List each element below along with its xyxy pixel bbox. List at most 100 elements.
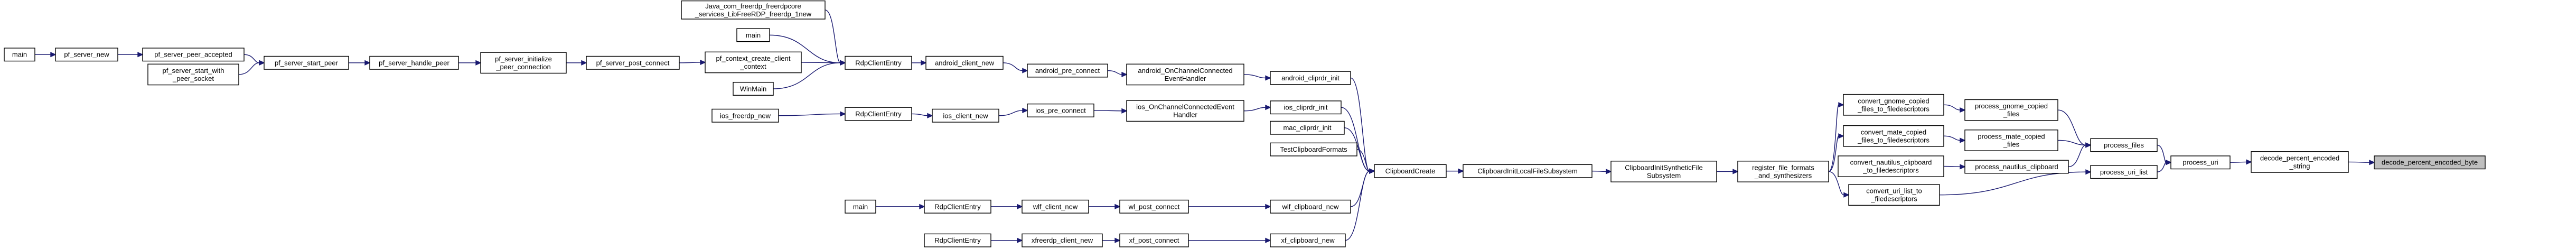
edge-android_cliprdr_init-to-android_onchannelconnected [1243,74,1271,81]
node-rdp-client-entry-2[interactable]: RdpClientEntry [845,107,912,121]
node-pf-server-start-with-peer-socket[interactable]: pf_server_start_with_peer_socket [147,63,239,86]
node-box [924,199,991,214]
node-label: convert_mate_copied [1861,128,1926,136]
node-convert-mate-copied-files[interactable]: convert_mate_copied_files_to_filedescrip… [1843,125,1944,147]
edge-process_mate_copied_files-to-convert_mate_copied_files [1943,135,1966,143]
node-box [1027,63,1108,78]
node-label: xfreerdp_client_new [1032,236,1093,244]
edge-arrowhead [1121,108,1128,114]
node-pf-server-new[interactable]: pf_server_new [55,48,118,62]
edge-rdp_client_entry_2-to-ios_freerdp_new [778,111,846,117]
node-process-uri[interactable]: process_uri [2170,155,2231,170]
edge-arrowhead [1265,75,1271,81]
node-clipboard-create[interactable]: ClipboardCreate [1374,164,1447,178]
node-label: main [853,202,868,210]
edge-arrowhead [1017,204,1023,209]
node-xf-clipboard-new[interactable]: xf_clipboard_new [1270,233,1346,247]
node-convert-nautilus-clipboard[interactable]: convert_nautilus_clipboard_to_filedescri… [1838,155,1944,177]
node-process-gnome-copied-files[interactable]: process_gnome_copied_files [1964,99,2058,121]
edge-decode_percent_encoded_string-to-process_uri [2230,159,2252,165]
node-rdp-client-entry-1[interactable]: RdpClientEntry [845,56,912,70]
node-ios-cliprdr-init[interactable]: ios_cliprdr_init [1270,100,1342,115]
edge-arrowhead [921,60,927,66]
node-process-nautilus-clipboard[interactable]: process_nautilus_clipboard [1964,160,2069,174]
node-label: process_nautilus_clipboard [1975,163,2058,171]
node-ios-client-new[interactable]: ios_client_new [932,108,999,123]
node-ios-freerdp-new[interactable]: ios_freerdp_new [711,108,779,123]
node-pf-server-initialize-peer-connection[interactable]: pf_server_initialize_peer_connection [480,52,567,74]
edge-line [1943,104,1961,110]
node-box [1843,94,1944,116]
node-clipboard-init-local-file-subsystem[interactable]: ClipboardInitLocalFileSubsystem [1463,164,1593,178]
node-pf-context-create-client-context[interactable]: pf_context_create_client_context [705,51,802,73]
node-java-freerdp-new[interactable]: Java_com_freerdp_freerdpcore_services_Li… [681,0,826,20]
node-label: RdpClientEntry [934,236,981,244]
node-wlf-clipboard-new[interactable]: wlf_clipboard_new [1270,199,1351,214]
edge-line [2157,162,2167,172]
node-process-uri-list[interactable]: process_uri_list [2090,165,2158,179]
node-label: _peer_socket [172,75,214,82]
node-android-client-new[interactable]: android_client_new [925,56,1004,70]
node-ios-pre-connect[interactable]: ios_pre_connect [1027,103,1094,117]
node-label: decode_percent_encoded_byte [2382,159,2478,167]
node-box [1610,161,1717,182]
edge-xf_post_connect-to-xfreerdp_client_new [1102,237,1121,243]
node-box [147,63,239,86]
node-pf-server-start-peer[interactable]: pf_server_start_peer [264,56,349,70]
node-label: process_gnome_copied [1975,102,2048,110]
node-label: main [746,31,761,39]
edge-arrowhead [2085,142,2092,148]
node-process-mate-copied-files[interactable]: process_mate_copied_files [1964,130,2058,151]
node-mac-cliprdr-init[interactable]: mac_cliprdr_init [1270,121,1345,135]
node-xf-post-connect[interactable]: xf_post_connect [1119,233,1189,247]
node-decode-percent-encoded-string[interactable]: decode_percent_encoded_string [2251,151,2349,173]
node-convert-uri-list[interactable]: convert_uri_list_to_filedescriptors [1848,184,1940,206]
node-winmain[interactable]: WinMain [733,81,774,96]
node-wlf-client-new[interactable]: wlf_client_new [1022,199,1089,214]
node-test-clipboard-formats[interactable]: TestClipboardFormats [1270,142,1357,156]
node-box [1126,63,1244,86]
edge-arrowhead [364,60,371,66]
node-main-3[interactable]: main [845,199,876,214]
edge-line [1107,70,1122,75]
node-label: _string [2289,162,2310,170]
node-pf-server-post-connect[interactable]: pf_server_post_connect [586,56,680,70]
edge-ios_pre_connect-to-ios_client_new [998,107,1028,116]
node-pf-server-peer-accepted[interactable]: pf_server_peer_accepted [142,48,245,62]
node-main-2[interactable]: main [736,28,770,42]
node-register-file-formats[interactable]: register_file_formats_and_synthesizers [1737,161,1829,182]
edge-pf_server_initialize_peer_connection-to-pf_server_handle_peer [458,60,482,66]
edge-arrowhead [475,60,482,66]
edge-arrowhead [259,60,265,66]
node-android-pre-connect[interactable]: android_pre_connect [1027,63,1108,78]
node-android-cliprdr-init[interactable]: android_cliprdr_init [1270,71,1351,85]
edge-line [2057,109,2086,146]
node-box [1270,233,1346,247]
node-label: EventHandler [1165,75,1206,82]
node-process-files[interactable]: process_files [2090,138,2158,152]
node-box [925,56,1004,70]
edge-arrowhead [137,52,144,58]
node-convert-gnome-copied-files[interactable]: convert_gnome_copied_files_to_filedescri… [1843,94,1944,116]
edge-arrowhead [2246,159,2252,165]
node-wl-post-connect[interactable]: wl_post_connect [1119,199,1189,214]
edge-arrowhead [1022,68,1028,73]
node-pf-server-handle-peer[interactable]: pf_server_handle_peer [369,56,459,70]
edge-ios_cliprdr_init-to-ios_onchannelconnected [1243,105,1271,112]
node-decode-percent-encoded-byte[interactable]: decode_percent_encoded_byte [2374,155,2486,170]
node-rdp-client-entry-3[interactable]: RdpClientEntry [924,199,991,214]
edge-arrowhead [919,204,925,209]
node-xfreerdp-client-new[interactable]: xfreerdp_client_new [1022,233,1103,247]
edge-process_files-to-process_nautilus_clipboard [2068,142,2092,168]
node-label: pf_server_peer_accepted [154,51,232,59]
node-main-1[interactable]: main [4,48,35,62]
node-box [369,56,459,70]
edge-arrowhead [1022,107,1028,113]
node-rdp-client-entry-4[interactable]: RdpClientEntry [924,233,991,247]
edge-line [1591,170,1607,172]
node-box [1022,199,1089,214]
node-label: _files [2003,110,2020,118]
